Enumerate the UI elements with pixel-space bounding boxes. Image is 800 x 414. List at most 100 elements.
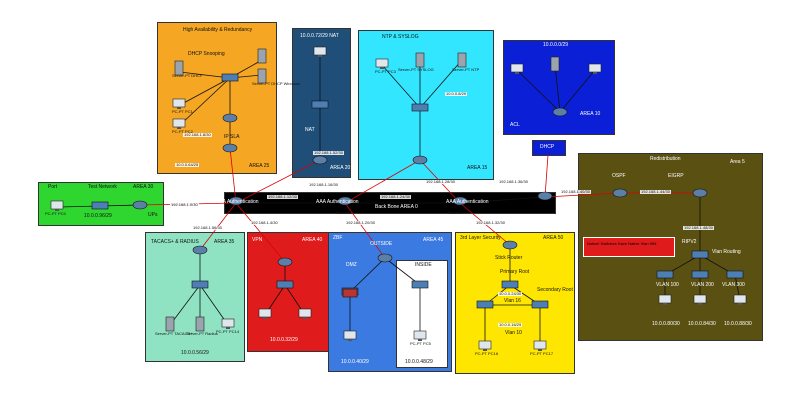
switch-icon[interactable]: [691, 250, 709, 259]
firewall-icon[interactable]: [342, 288, 358, 298]
link-zbf-2: [384, 257, 421, 286]
pc-icon[interactable]: [172, 98, 186, 110]
link-label-2: 192.168.1.16/30: [308, 182, 339, 187]
port-ups: UPs: [148, 212, 158, 218]
link-label-9: 192.168.1.4/30: [250, 220, 279, 225]
pc-icon[interactable]: [343, 330, 357, 342]
link-label-8: 192.168.1.56/30: [192, 225, 223, 230]
server-icon[interactable]: [257, 68, 267, 84]
server-icon[interactable]: [415, 52, 425, 68]
switch-icon[interactable]: [411, 103, 429, 112]
link-acl-1: [516, 69, 561, 113]
router-icon[interactable]: [222, 142, 238, 154]
nat-label: NAT: [305, 127, 315, 133]
port-title: Port: [48, 184, 58, 190]
redis-vlan-200: VLAN 200: [691, 282, 714, 288]
router-icon[interactable]: [377, 252, 393, 264]
label-pc14: PC-PT PC14: [216, 329, 240, 334]
switch-icon[interactable]: [221, 73, 239, 82]
backbone-aaa-2: AAA Authentication: [316, 199, 359, 205]
router-icon[interactable]: [612, 187, 628, 199]
server-icon[interactable]: [457, 52, 467, 68]
server-icon[interactable]: [257, 48, 267, 64]
server-icon[interactable]: [550, 56, 560, 72]
acl-title: 10.0.0.0/29: [543, 42, 569, 48]
pc-icon[interactable]: [298, 308, 312, 320]
pc-icon[interactable]: [533, 340, 547, 352]
zone-zbf-inside: [396, 260, 448, 368]
router-icon[interactable]: [132, 199, 148, 211]
router-icon[interactable]: [228, 195, 244, 207]
switch-icon[interactable]: [501, 280, 519, 289]
router-icon[interactable]: [552, 106, 568, 118]
zone-acl: [503, 40, 615, 135]
zone-high-availability: [157, 22, 277, 174]
port-subtitle: Test Network: [88, 184, 117, 190]
router-icon[interactable]: [192, 244, 208, 256]
link-label-4: 192.168.1.36/30: [498, 179, 529, 184]
switch-icon[interactable]: [91, 201, 109, 210]
backbone-aaa-3: AAA Authentication: [446, 199, 489, 205]
router-icon[interactable]: [502, 239, 518, 251]
router-icon[interactable]: [277, 256, 293, 268]
link-zbf-1: [349, 257, 386, 293]
l3-stick: Stick Router: [495, 255, 523, 261]
switch-icon[interactable]: [476, 300, 494, 309]
link-label-1: 192.168.1.8/30: [183, 132, 212, 137]
ha-net: 10.0.0.64/25: [175, 162, 200, 167]
pc-icon[interactable]: [413, 330, 427, 342]
link-label-13: 192.168.1.44/30: [640, 189, 671, 194]
link-label-10: 192.168.1.20/30: [345, 220, 376, 225]
router-icon[interactable]: [337, 195, 353, 207]
switch-icon[interactable]: [191, 280, 209, 289]
native-vlan-notice-box: [583, 237, 675, 257]
redis-net-3: 10.0.0.88/30: [724, 321, 752, 327]
l3-area: AREA 50: [543, 235, 564, 241]
router-icon[interactable]: [692, 187, 708, 199]
server-icon[interactable]: [195, 316, 205, 332]
switch-icon[interactable]: [691, 270, 709, 279]
router-icon[interactable]: [222, 112, 238, 124]
pc-icon[interactable]: [658, 294, 672, 306]
redis-vlan-300: VLAN 300: [722, 282, 745, 288]
switch-icon[interactable]: [276, 280, 294, 289]
backbone-title: Back Bone AREA 0: [375, 204, 418, 210]
pc-icon[interactable]: [172, 118, 186, 130]
server-icon[interactable]: [174, 60, 184, 76]
pc-icon[interactable]: [693, 294, 707, 306]
redis-area: Area 5: [730, 159, 745, 165]
switch-icon[interactable]: [311, 100, 329, 109]
l3-net2: 10.0.0.16/29: [498, 322, 523, 327]
router-icon[interactable]: [537, 190, 553, 202]
switch-icon[interactable]: [531, 300, 549, 309]
ntp-title: NTP & SYSLOG: [382, 34, 419, 40]
switch-icon[interactable]: [726, 270, 744, 279]
l3-primary: Primary Root: [500, 269, 530, 275]
port-area: AREA 30: [133, 184, 154, 190]
pc-icon[interactable]: [221, 318, 235, 330]
pc-icon[interactable]: [510, 63, 524, 75]
router-icon[interactable]: [312, 154, 328, 166]
label-router1: Router1: [226, 210, 241, 215]
vpn-area: AREA 40: [302, 237, 323, 243]
label-pc0: PC-PT PC0: [45, 211, 66, 216]
switch-icon[interactable]: [656, 270, 674, 279]
router-icon[interactable]: [452, 195, 468, 207]
pc-icon[interactable]: [375, 58, 389, 70]
switch-icon[interactable]: [411, 280, 429, 289]
server-icon[interactable]: [165, 316, 175, 332]
pc-icon[interactable]: [258, 308, 272, 320]
router-icon[interactable]: [412, 154, 428, 166]
acl-area: AREA 10: [580, 111, 601, 117]
pc-icon[interactable]: [588, 63, 602, 75]
label-dhcp-windows: Server-PT DHCP Windows: [252, 81, 300, 86]
pc-icon[interactable]: [50, 200, 64, 212]
ha-area: AREA 25: [249, 163, 270, 169]
tacacs-area: AREA 35: [214, 239, 235, 245]
pc-icon[interactable]: [313, 46, 327, 58]
pc-icon[interactable]: [478, 340, 492, 352]
link-ha: [229, 147, 237, 204]
label-tacacs-server: Server-PT TACACS+: [155, 331, 193, 336]
pc-icon[interactable]: [733, 294, 747, 306]
